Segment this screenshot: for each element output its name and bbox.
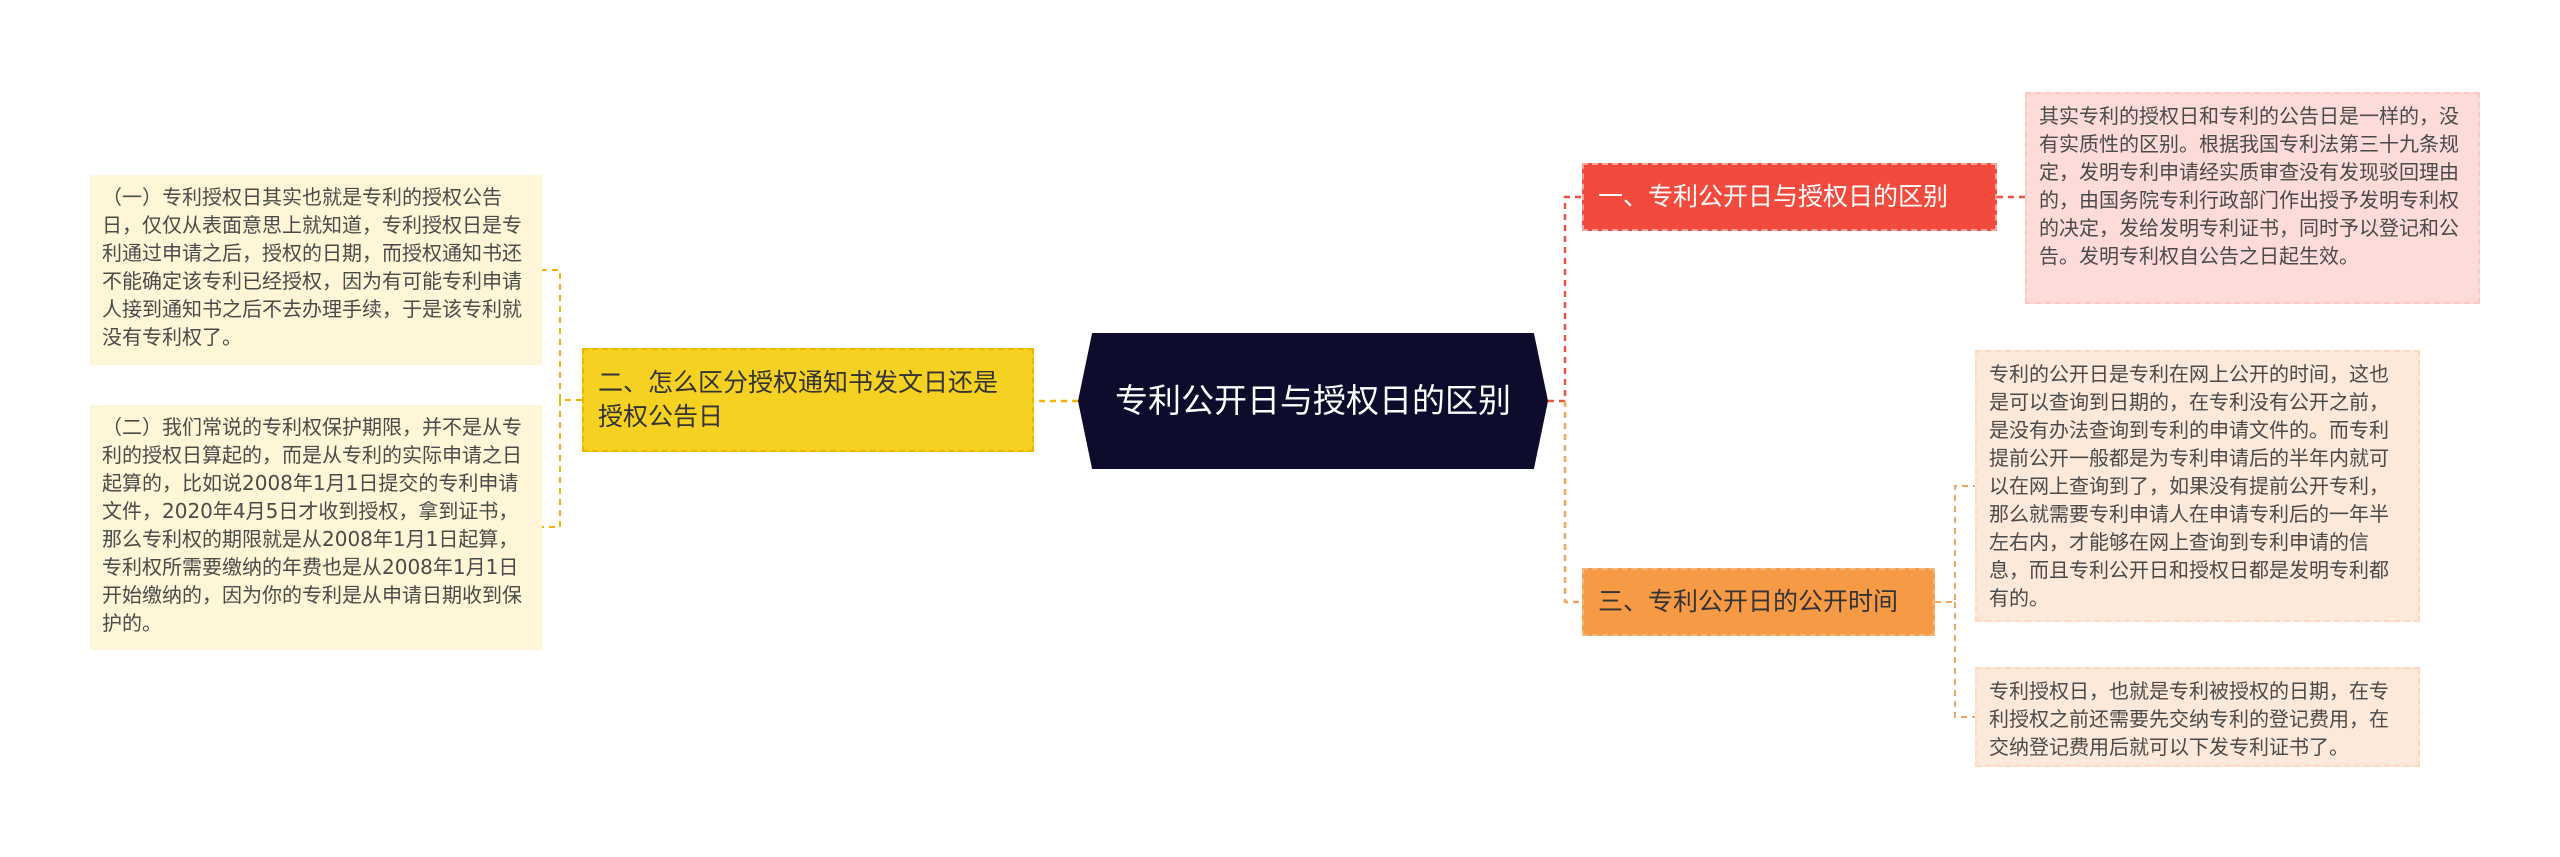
branch-node-2[interactable]: 二、怎么区分授权通知书发文日还是授权公告日 [582,348,1034,452]
connector-central-to-b3 [1563,401,1582,604]
branch-node-1[interactable]: 一、专利公开日与授权日的区别 [1582,163,1997,231]
leaf-node-b2-2[interactable]: （二）我们常说的专利权保护期限，并不是从专利的授权日算起的，而是从专利的实际申请… [90,405,542,650]
central-topic-label: 专利公开日与授权日的区别 [1115,381,1511,420]
leaf-node-b2-1-text: （一）专利授权日其实也就是专利的授权公告日，仅仅从表面意思上就知道，专利授权日是… [102,185,522,349]
connector-b3-to-leaves [1935,485,1975,718]
branch-node-3[interactable]: 三、专利公开日的公开时间 [1582,568,1935,636]
leaf-node-b3-2[interactable]: 专利授权日，也就是专利被授权的日期，在专利授权之前还需要先交纳专利的登记费用，在… [1975,667,2420,767]
connector-central-to-b1 [1548,195,1582,403]
branch-node-2-label: 二、怎么区分授权通知书发文日还是授权公告日 [598,368,999,431]
leaf-node-b3-1-text: 专利的公开日是专利在网上公开的时间，这也是可以查询到日期的，在专利没有公开之前，… [1989,362,2389,610]
leaf-node-b3-2-text: 专利授权日，也就是专利被授权的日期，在专利授权之前还需要先交纳专利的登记费用，在… [1989,679,2389,759]
leaf-node-b2-2-text: （二）我们常说的专利权保护期限，并不是从专利的授权日算起的，而是从专利的实际申请… [102,415,522,635]
leaf-node-b2-1[interactable]: （一）专利授权日其实也就是专利的授权公告日，仅仅从表面意思上就知道，专利授权日是… [90,175,542,365]
leaf-node-b1-1[interactable]: 其实专利的授权日和专利的公告日是一样的，没有实质性的区别。根据我国专利法第三十九… [2025,92,2480,304]
branch-node-1-label: 一、专利公开日与授权日的区别 [1598,182,1949,211]
branch-node-3-label: 三、专利公开日的公开时间 [1598,587,1899,616]
leaf-node-b3-1[interactable]: 专利的公开日是专利在网上公开的时间，这也是可以查询到日期的，在专利没有公开之前，… [1975,350,2420,622]
leaf-node-b1-1-text: 其实专利的授权日和专利的公告日是一样的，没有实质性的区别。根据我国专利法第三十九… [2039,104,2459,268]
connector-b2-to-leaves [542,269,582,528]
central-topic[interactable]: 专利公开日与授权日的区别 [1078,333,1548,469]
